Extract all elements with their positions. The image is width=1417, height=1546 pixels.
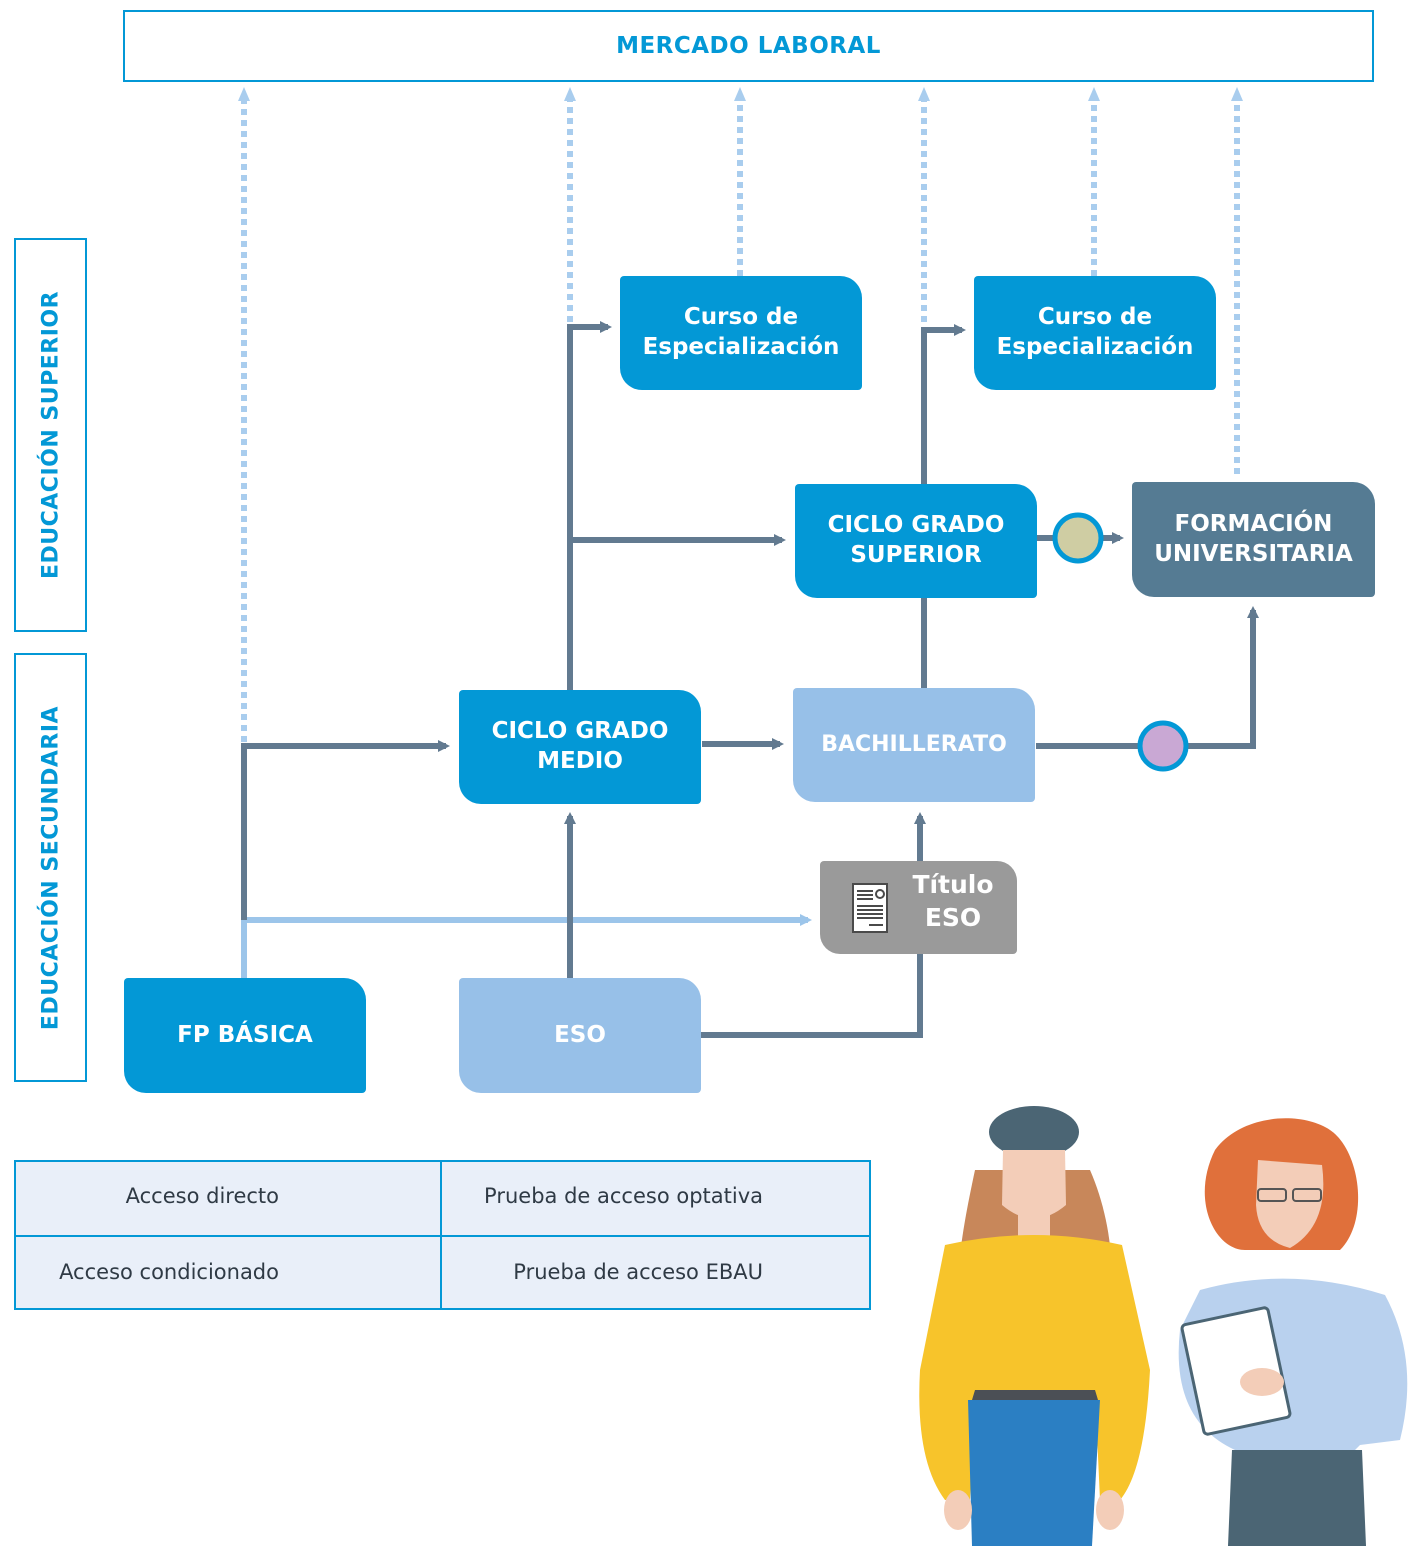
legend: Acceso directo Acceso condicionado Prueb… <box>14 1160 871 1310</box>
arrow-bachillerato-to-universidad <box>1036 606 1259 749</box>
node-curso-especializacion-2: Curso de Especialización <box>974 276 1216 390</box>
node-ciclo-grado-superior: CICLO GRADO SUPERIOR <box>795 484 1037 598</box>
certificate-icon <box>852 883 888 933</box>
legend-prueba-ebau: Prueba de acceso EBAU <box>513 1260 763 1284</box>
node-bachillerato: BACHILLERATO <box>793 688 1035 802</box>
titulo-line1: Título <box>912 870 994 899</box>
mercado-laboral-label: MERCADO LABORAL <box>616 33 881 59</box>
universitaria-line2: UNIVERSITARIA <box>1154 540 1353 567</box>
node-fp-basica: FP BÁSICA <box>124 978 366 1093</box>
ciclo-superior-line1: CICLO GRADO <box>827 512 1005 539</box>
legend-horizontal-divider <box>16 1235 869 1237</box>
conditional-arrows <box>241 914 812 978</box>
student-right <box>1178 1118 1408 1546</box>
titulo-line2: ESO <box>924 902 982 932</box>
node-titulo-eso: Título ESO <box>820 861 1017 954</box>
curso1-line1: Curso de <box>683 304 799 331</box>
curso2-line1: Curso de <box>1037 304 1153 331</box>
ciclo-medio-line2: MEDIO <box>537 748 623 774</box>
two-students-illustration <box>919 1106 1408 1546</box>
bachillerato-label: BACHILLERATO <box>821 731 1007 757</box>
dotted-arrows-to-mercado <box>238 87 1243 742</box>
mercado-laboral-box: MERCADO LABORAL <box>123 10 1374 82</box>
curso2-line2: Especialización <box>996 334 1194 360</box>
arrow-fp-to-medio <box>241 740 450 920</box>
section-superior-label: EDUCACIÓN SUPERIOR <box>38 290 63 580</box>
node-curso-especializacion-1: Curso de Especialización <box>620 276 862 390</box>
curso1-line2: Especialización <box>642 334 840 360</box>
legend-prueba-optativa: Prueba de acceso optativa <box>484 1184 763 1208</box>
student-left <box>919 1106 1150 1546</box>
section-secundaria-label: EDUCACIÓN SECUNDARIA <box>38 705 63 1030</box>
universitaria-line1: FORMACIÓN <box>1174 510 1333 537</box>
ciclo-medio-line1: CICLO GRADO <box>491 718 669 745</box>
legend-acceso-condicionado: Acceso condicionado <box>59 1260 279 1284</box>
eso-label: ESO <box>554 1021 606 1048</box>
ciclo-superior-line2: SUPERIOR <box>850 542 982 568</box>
fp-basica-label: FP BÁSICA <box>177 1021 313 1048</box>
prueba-ebau-marker <box>1137 720 1189 772</box>
node-formacion-universitaria: FORMACIÓN UNIVERSITARIA <box>1132 482 1375 597</box>
prueba-optativa-marker <box>1052 512 1104 564</box>
node-ciclo-grado-medio: CICLO GRADO MEDIO <box>459 690 701 804</box>
section-educacion-secundaria: EDUCACIÓN SECUNDARIA <box>14 653 87 1082</box>
section-educacion-superior: EDUCACIÓN SUPERIOR <box>14 238 87 632</box>
direct-arrows <box>241 321 1259 1038</box>
legend-acceso-directo: Acceso directo <box>125 1184 279 1208</box>
arrow-fp-to-titulo <box>241 914 812 978</box>
node-eso: ESO <box>459 978 701 1093</box>
